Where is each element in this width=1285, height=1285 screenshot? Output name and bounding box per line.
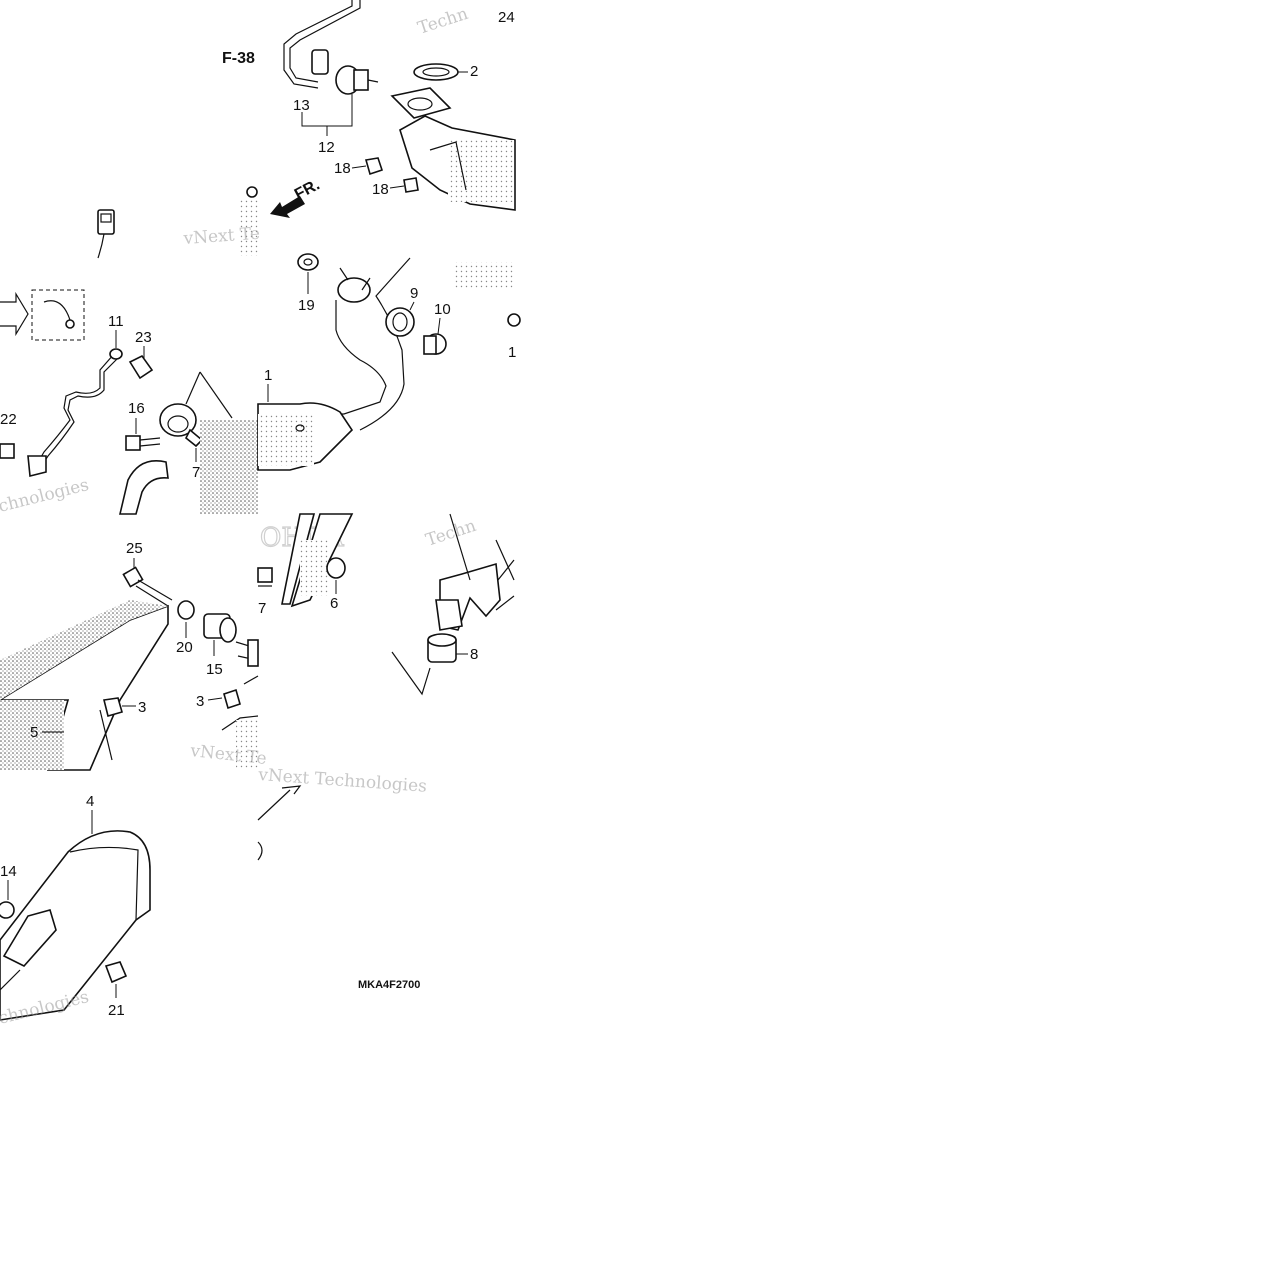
part-label-8: 8 (470, 646, 478, 663)
part-label-20: 20 (176, 639, 193, 656)
tile-ground-cable (0, 289, 258, 515)
part-label-12: 12 (318, 139, 335, 156)
part-label-7-b: 7 (258, 600, 266, 617)
tile-holder: OHDA (257, 513, 515, 696)
ref-code-label: F-38 (222, 50, 255, 67)
part-label-1: 1 (264, 367, 272, 384)
part-label-11: 11 (108, 313, 124, 330)
part-label-4: 4 (86, 793, 94, 810)
tile-heat-shield (0, 566, 259, 771)
part-label-1-edge: 1 (508, 344, 516, 361)
part-label-14: 14 (0, 863, 17, 880)
tile-fragment (257, 785, 302, 861)
part-label-3-b: 3 (196, 693, 204, 710)
part-label-15: 15 (206, 661, 223, 678)
part-label-18-a: 18 (334, 160, 351, 177)
watermark-brand: vNext Technologies (257, 765, 428, 797)
part-label-3-a: 3 (138, 699, 146, 716)
part-label-6: 6 (330, 595, 338, 612)
tile-muffler (0, 830, 151, 1021)
part-label-18-b: 18 (372, 181, 389, 198)
part-label-2: 2 (470, 63, 478, 80)
part-label-22: 22 (0, 411, 17, 428)
part-label-5: 5 (30, 724, 38, 741)
part-label-7-a: 7 (192, 464, 200, 481)
part-label-25: 25 (126, 540, 143, 557)
part-label-23: 23 (135, 329, 152, 346)
part-label-9: 9 (410, 285, 418, 302)
drawing-number: MKA4F2700 (358, 979, 420, 991)
watermark-techn-mid: Techn (423, 516, 478, 551)
part-label-13: 13 (293, 97, 310, 114)
part-label-16: 16 (128, 400, 145, 417)
part-label-10: 10 (434, 301, 451, 318)
part-label-21: 21 (108, 1002, 125, 1019)
watermark-vnext-mid: chnologies (0, 475, 91, 517)
part-label-19: 19 (298, 297, 315, 314)
part-label-24: 24 (498, 9, 515, 26)
tile-exhaust-pipe (257, 253, 521, 471)
tile-wiring-top (97, 186, 258, 259)
watermark-techn-top: Techn (415, 4, 470, 39)
tile-catalyzer (270, 0, 516, 218)
